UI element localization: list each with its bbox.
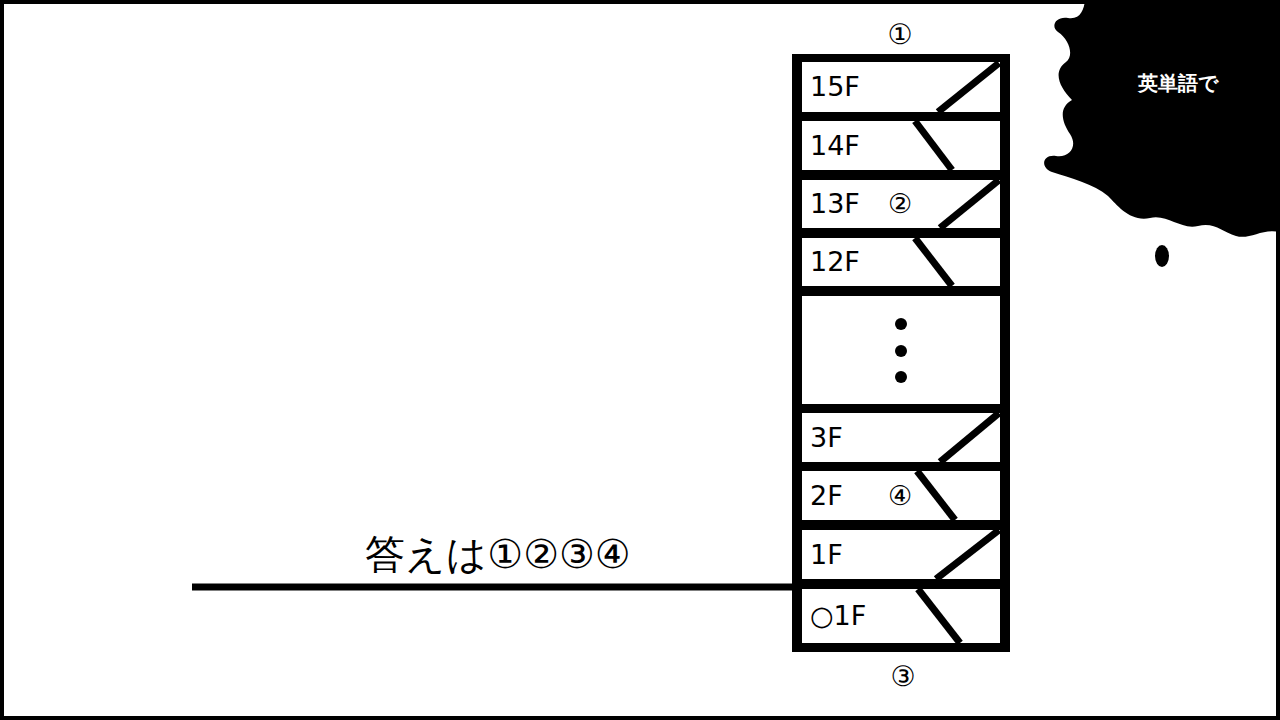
ink-blot-note: 英単語で: [1112, 60, 1244, 106]
callout-number: ②: [888, 188, 912, 219]
floor-label: 2F: [810, 480, 843, 511]
hint-text: 英単語で: [1138, 72, 1218, 95]
floor-box: 2F ④: [802, 471, 1000, 520]
stairs: [915, 63, 999, 643]
floor-cell: [802, 238, 1000, 286]
ground-line: [192, 584, 796, 591]
ink-blot: [1044, 0, 1280, 237]
stair-line: [915, 238, 952, 286]
floor-cell: [802, 62, 1000, 112]
floor-label: 13F: [810, 188, 860, 219]
ink-drop: [1155, 245, 1169, 267]
stair-line: [936, 530, 999, 579]
floor-cell: [802, 180, 1000, 228]
floor-box: 12F: [802, 238, 1000, 286]
floor-box: ○1F: [802, 589, 1000, 643]
answer-text: 答えは①②③④: [365, 531, 630, 577]
floor-label: 3F: [810, 422, 843, 453]
stair-line: [938, 63, 999, 112]
stair-line: [917, 471, 955, 520]
floor-box: 1F: [802, 530, 1000, 579]
callout-number: ④: [888, 480, 912, 511]
dot: [895, 345, 907, 357]
floor-label: 15F: [810, 71, 860, 102]
floor-cell: [802, 589, 1000, 643]
floor-cells: [802, 62, 1000, 643]
building: [792, 54, 1010, 652]
floor-box: 13F ②: [802, 180, 1000, 228]
stair-line: [940, 180, 999, 228]
stair-line: [918, 589, 960, 643]
floor-label: 14F: [810, 130, 860, 161]
floor-cell: [802, 121, 1000, 170]
floor-label: 1F: [810, 539, 843, 570]
floor-box: 14F: [802, 121, 1000, 170]
floor-box: 15F: [802, 62, 1000, 112]
floor-label: ○1F: [810, 600, 866, 631]
floor-label: 12F: [810, 246, 860, 277]
callout-number: ③: [890, 661, 915, 693]
floor-cell: [802, 413, 1000, 462]
floor-cell: [802, 530, 1000, 579]
floor-box: 3F: [802, 413, 1000, 462]
stair-line: [940, 413, 999, 462]
floor-cell: [802, 296, 1000, 404]
stair-line: [915, 121, 952, 170]
dot: [895, 318, 907, 330]
callout-number: ①: [887, 19, 912, 51]
floor-cell: [802, 471, 1000, 520]
ellipsis-dots: [895, 318, 907, 383]
dot: [895, 371, 907, 383]
